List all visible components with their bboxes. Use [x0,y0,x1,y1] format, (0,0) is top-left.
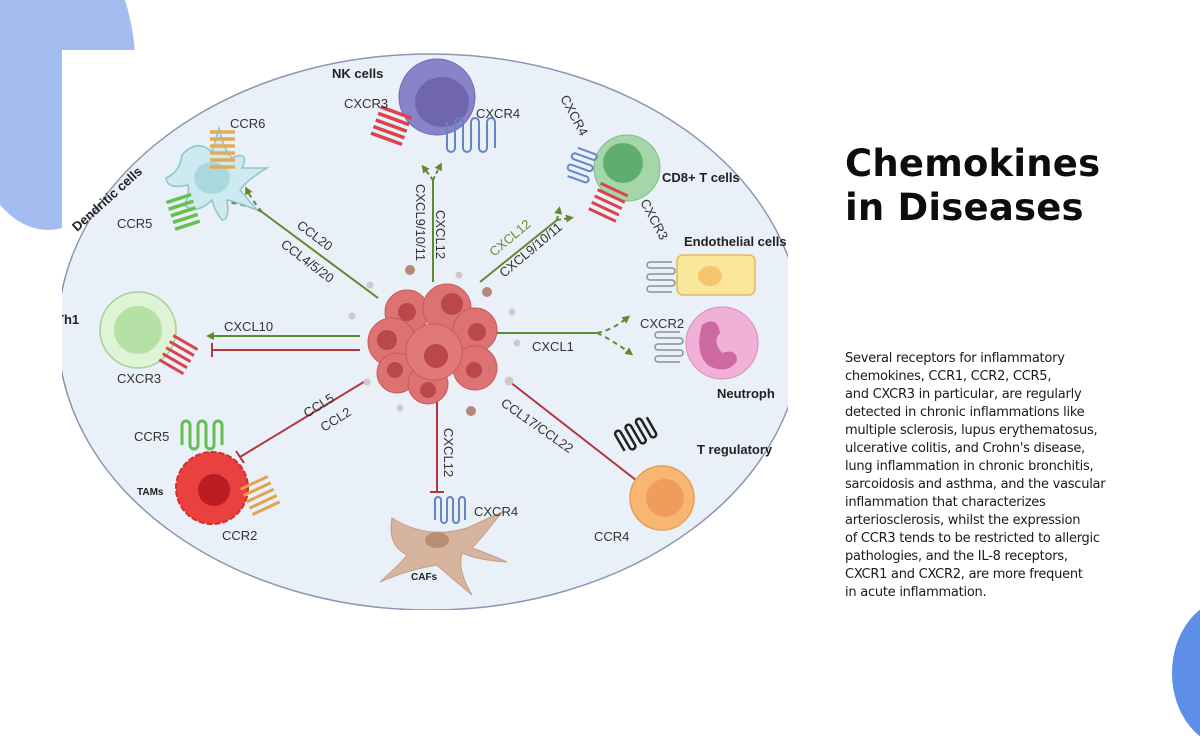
treg-cell [613,416,695,531]
body-line: CXCR1 and CXCR2, are more frequent [845,567,1083,582]
signal-arrows [206,162,665,505]
dc-ccr6-label: CCR6 [230,116,265,131]
signal-label-cxcl9-10-11-nk: CXCL9/10/11 [413,184,428,261]
nk-cells-label: NK cells [332,66,383,81]
nk-cell [370,58,496,153]
body-line: ulcerative colitis, and Crohn's disease, [845,441,1086,456]
body-line: chemokines, CCR1, CCR2, CCR5, [845,369,1052,384]
ccr6-receptor [210,130,235,169]
caf-cell [379,496,508,596]
body-line: Several receptors for inflammatory [845,351,1065,366]
arrow-cd8 [479,219,558,283]
tams-label: TAMs [137,487,164,498]
signal-label-cxcl12-nk: CXCL12 [433,210,448,259]
th1-cxcr3-label: CXCR3 [117,371,161,386]
tam-ccr5-receptor [180,419,224,451]
endothelial-cells-label: Endothelial cells [684,234,787,249]
body-line: in acute inflammation. [845,585,987,600]
caf-cxcr4-label: CXCR4 [474,504,518,519]
treg-ccr4-label: CCR4 [594,529,629,544]
slide-body-text: Several receptors for inflammatory chemo… [845,350,1135,602]
cd8-cxcr3-receptor [588,181,629,223]
th1-cxcr3-receptor [158,334,199,376]
tam-ccr5-label: CCR5 [134,429,169,444]
arrow-tams-inhibit [239,379,368,458]
body-line: pathologies, and the IL-8 receptors, [845,549,1068,564]
neutrophils-label: Neutroph [717,386,775,401]
body-line: detected in chronic inflammations like [845,405,1085,420]
body-line: of CCR3 tends to be restricted to allerg… [845,531,1100,546]
arrow-dc [261,211,379,299]
body-line: and CXCR3 in particular, are regularly [845,387,1082,402]
treg-label: T regulatory [697,442,773,457]
decorative-shape-bottom-right [1172,598,1200,748]
dc-ccr5-label: CCR5 [117,216,152,231]
signal-label-cxcl1: CXCL1 [532,339,574,354]
th1-label: Th1 [62,312,79,327]
slide-title-line-2: in Diseases [845,186,1084,229]
dendritic-cell [165,125,270,231]
signal-label-cxcl12-caf: CXCL12 [441,428,456,477]
chemokine-diagram: Dendritic cells CCR6 CCR5 NK cells CXCR3… [62,50,788,610]
cd8-t-cells-label: CD8+ T cells [662,170,740,185]
nk-cxcr3-receptor [370,105,413,147]
body-line: sarcoidosis and asthma, and the vascular [845,477,1106,492]
tam-ccr2-receptor [239,475,281,516]
tam-cell [175,419,281,525]
nk-cxcr4-label: CXCR4 [476,106,520,121]
tam-ccr2-label: CCR2 [222,528,257,543]
ccr5-receptor [165,192,201,231]
body-line: lung inflammation in chronic bronchitis, [845,459,1094,474]
nk-cxcr4-receptor [446,117,496,153]
cafs-label: CAFs [411,572,438,583]
nk-cxcr3-label: CXCR3 [344,96,388,111]
endothelial-cell [646,254,756,296]
th1-cell [99,291,199,376]
cd8-t-cell [566,134,661,223]
body-line: arteriosclerosis, whilst the expression [845,513,1081,528]
neutrophil-cxcr2-label: CXCR2 [640,316,684,331]
neutrophil-cell [654,306,759,380]
arrow-treg-inhibit [509,381,660,499]
chemokine-dots [348,265,521,416]
cd8-cxcr4-receptor [566,146,598,184]
body-line: inflammation that characterizes [845,495,1046,510]
slide-title-line-1: Chemokines [845,142,1101,185]
slide-title: Chemokines in Diseases [845,142,1100,230]
arrow-dc-dashed-a [245,186,263,213]
body-line: multiple sclerosis, lupus erythematosus, [845,423,1098,438]
tumor-cluster [367,283,498,405]
signal-label-cxcl10: CXCL10 [224,319,273,334]
treg-ccr4-receptor [613,416,658,452]
